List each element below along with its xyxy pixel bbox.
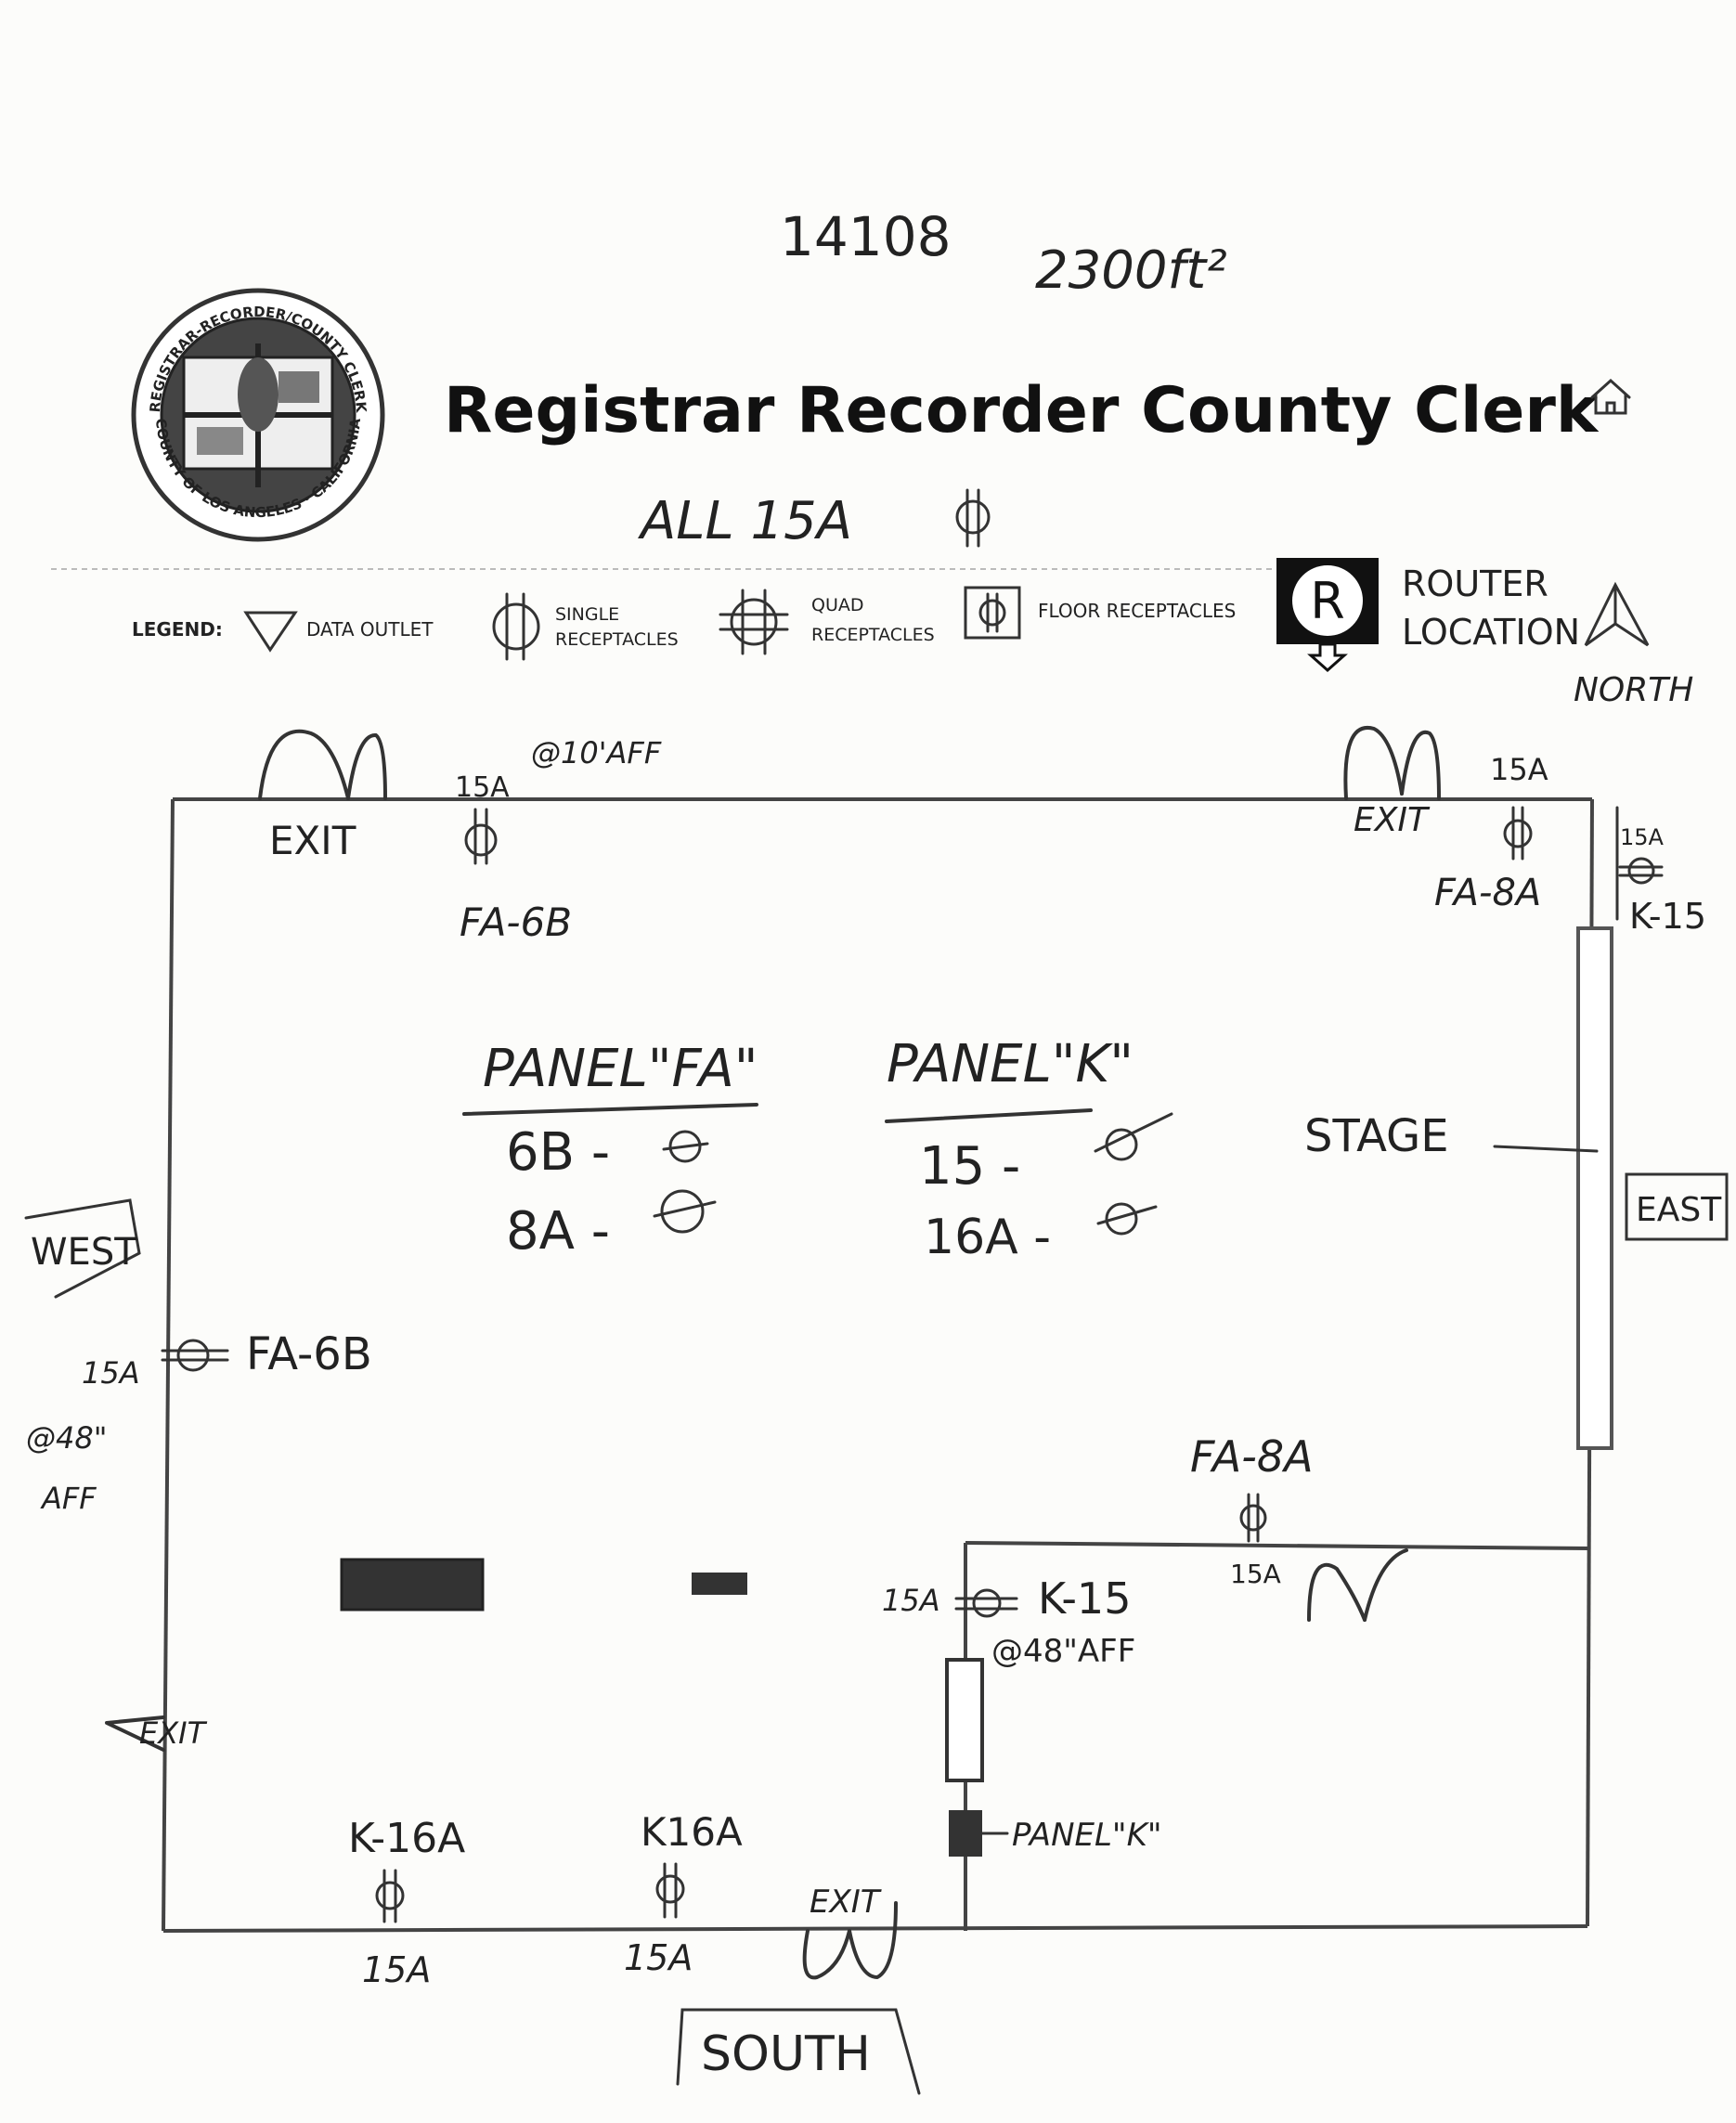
k16a-1: K-16A bbox=[348, 1815, 465, 1862]
note-area: 2300ft² bbox=[1035, 240, 1227, 301]
panel-k-title: PANEL"K" bbox=[887, 1034, 1134, 1094]
exit-door-ne bbox=[1343, 725, 1441, 800]
exit-door-nw bbox=[258, 729, 387, 800]
room-walls bbox=[162, 797, 1594, 1933]
page-title: Registrar Recorder County Clerk bbox=[444, 374, 1600, 447]
exit-label-ne: EXIT bbox=[1354, 801, 1431, 839]
south-box bbox=[676, 2008, 921, 2095]
legend-data-outlet: DATA OUTLET bbox=[306, 618, 434, 641]
bottom-15a-2: 15A bbox=[624, 1937, 693, 1978]
top-15a-3: 15A bbox=[1620, 824, 1665, 850]
single-receptacle-icon bbox=[375, 1869, 405, 1923]
fa6b-top: FA-6B bbox=[460, 900, 572, 945]
single-receptacle-icon bbox=[655, 1862, 685, 1919]
stage-label: STAGE bbox=[1304, 1110, 1449, 1162]
single-receptacle-icon bbox=[492, 592, 540, 661]
bottom-15a-1: 15A bbox=[362, 1949, 431, 1990]
mid-15a: 15A bbox=[1230, 1559, 1281, 1589]
wall-cabinet bbox=[945, 1658, 984, 1782]
crossed-circle-icon bbox=[1094, 1112, 1173, 1161]
north-label: NORTH bbox=[1574, 671, 1693, 709]
router-location-icon: R bbox=[1276, 558, 1379, 673]
quad-receptacle-icon bbox=[954, 1588, 1018, 1618]
panel-k-label: PANEL"K" bbox=[1012, 1817, 1162, 1854]
fa8a-mid: FA-8A bbox=[1190, 1431, 1314, 1482]
quad-receptacle-icon bbox=[719, 589, 789, 655]
floor-receptacle-icon bbox=[964, 586, 1021, 640]
top-15a-2: 15A bbox=[1490, 752, 1548, 787]
crossed-circle-icon bbox=[1096, 1202, 1158, 1236]
legend-floor: FLOOR RECEPTACLES bbox=[1038, 600, 1236, 622]
west-label: WEST bbox=[31, 1231, 137, 1274]
exit-door-south bbox=[802, 1901, 898, 1980]
k15-15a: 15A bbox=[882, 1583, 940, 1618]
east-label: EAST bbox=[1636, 1191, 1722, 1229]
legend-quad-2: RECEPTACLES bbox=[811, 625, 935, 645]
single-receptacle-icon bbox=[1239, 1493, 1267, 1543]
stage-platform bbox=[1576, 926, 1613, 1450]
exit-label-s: EXIT bbox=[810, 1884, 882, 1921]
north-arrow-icon bbox=[1584, 581, 1650, 647]
note-power: ALL 15A bbox=[638, 491, 852, 551]
exit-door-west bbox=[105, 1715, 165, 1752]
county-seal-icon: REGISTRAR-RECORDER/COUNTY CLERK COUNTY O… bbox=[131, 288, 385, 542]
table-small bbox=[692, 1573, 747, 1595]
south-label: SOUTH bbox=[701, 2026, 871, 2082]
table-large bbox=[340, 1558, 485, 1612]
exit-label-nw: EXIT bbox=[269, 818, 356, 863]
quad-receptacle-icon bbox=[1618, 857, 1664, 885]
quad-receptacle-icon bbox=[161, 1339, 229, 1372]
k15-aff: @48"AFF bbox=[991, 1633, 1135, 1670]
crossed-circle-icon bbox=[653, 1189, 717, 1234]
panel-fa-title: PANEL"FA" bbox=[483, 1039, 758, 1099]
west-15a: 15A bbox=[82, 1355, 140, 1391]
legend-quad-1: QUAD bbox=[811, 595, 864, 615]
k16a-2: K16A bbox=[641, 1809, 743, 1855]
panel-k-box bbox=[949, 1810, 982, 1857]
k15-mid: K-15 bbox=[1038, 1573, 1131, 1624]
exit-door-east-mid bbox=[1307, 1548, 1408, 1622]
single-receptacle-icon bbox=[1503, 806, 1533, 861]
legend-single-2: RECEPTACLES bbox=[555, 629, 679, 650]
data-outlet-icon bbox=[243, 611, 298, 653]
router-symbol: R bbox=[1310, 572, 1345, 630]
legend-label: LEGEND: bbox=[132, 618, 223, 641]
panel-k-row2: 16A - bbox=[924, 1210, 1051, 1265]
panel-fa-row1: 6B - bbox=[506, 1122, 610, 1183]
west-aff-1: @48" bbox=[26, 1420, 107, 1456]
single-receptacle-icon bbox=[464, 808, 498, 865]
panel-fa-row2: 8A - bbox=[506, 1201, 610, 1262]
panel-k-row1: 15 - bbox=[919, 1136, 1020, 1197]
fa8a-top: FA-8A bbox=[1434, 872, 1541, 914]
note-number: 14108 bbox=[780, 205, 952, 268]
legend-router-1: ROUTER bbox=[1402, 563, 1548, 604]
crossed-circle-icon bbox=[662, 1130, 709, 1163]
top-aff: @10'AFF bbox=[531, 735, 662, 770]
legend-router-2: LOCATION bbox=[1402, 612, 1580, 653]
east-box bbox=[1625, 1172, 1729, 1241]
west-fa6b: FA-6B bbox=[246, 1328, 372, 1380]
west-aff-2: AFF bbox=[40, 1481, 97, 1516]
exit-label-w: EXIT bbox=[139, 1715, 208, 1751]
top-15a-1: 15A bbox=[455, 771, 510, 804]
single-receptacle-icon bbox=[955, 488, 991, 548]
legend-single-1: SINGLE bbox=[555, 604, 619, 625]
k15-top: K-15 bbox=[1629, 896, 1706, 937]
home-icon bbox=[1590, 378, 1631, 415]
west-box bbox=[24, 1198, 141, 1299]
